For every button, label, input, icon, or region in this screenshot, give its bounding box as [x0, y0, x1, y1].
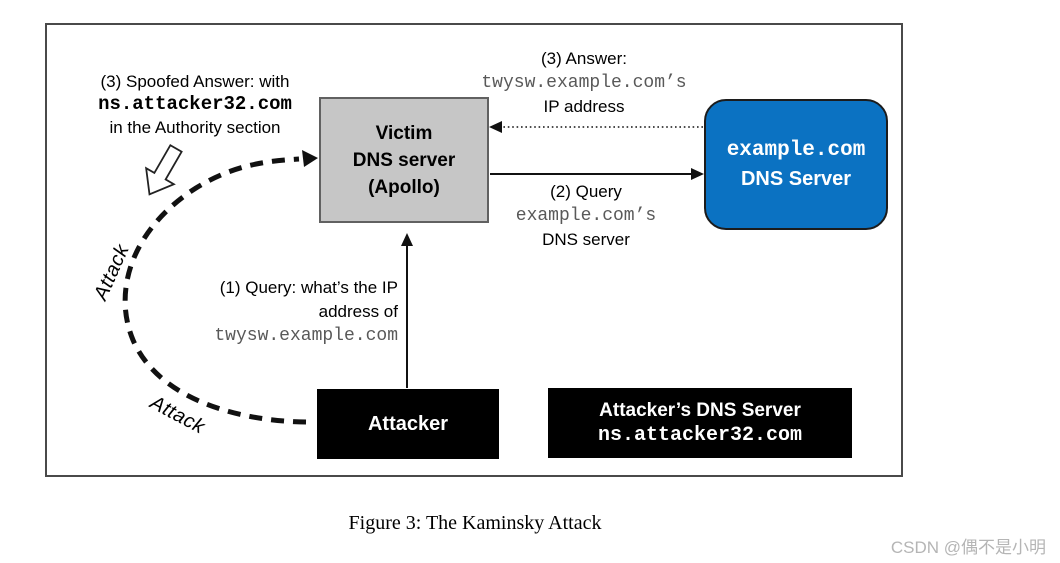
attacker-box-label: Attacker: [367, 412, 449, 435]
attacker-dns-box-line1: Attacker’s DNS Server: [599, 400, 801, 421]
query1-note-hostname: twysw.example.com: [214, 326, 398, 346]
answer-note-line1: (3) Answer:: [541, 49, 627, 68]
example-box-domain: example.com: [726, 138, 866, 162]
query1-note-line1: (1) Query: what’s the IP: [219, 278, 398, 297]
answer-note-hostname: twysw.example.com’s: [481, 73, 687, 93]
query2-note: (2) Query example.com’s DNS server: [471, 180, 701, 252]
attacker-box: Attacker: [317, 389, 499, 459]
spoofed-answer-hostname: ns.attacker32.com: [98, 93, 292, 115]
victim-box-line1: Victim: [375, 122, 433, 144]
example-dns-server-box: example.com DNS Server: [704, 99, 888, 230]
victim-box-line2: DNS server: [352, 149, 456, 171]
victim-dns-server-box: Victim DNS server (Apollo): [319, 97, 489, 223]
spoofed-answer-line1: (3) Spoofed Answer: with: [100, 72, 290, 91]
answer-note: (3) Answer: twysw.example.com’s IP addre…: [464, 47, 704, 119]
attacker-dns-server-box: Attacker’s DNS Server ns.attacker32.com: [548, 388, 852, 458]
example-box-label: DNS Server: [740, 167, 852, 190]
spoofed-answer-note: (3) Spoofed Answer: with ns.attacker32.c…: [70, 70, 320, 139]
query2-note-line3: DNS server: [542, 230, 630, 249]
answer-note-line3: IP address: [543, 97, 625, 116]
figure-caption: Figure 3: The Kaminsky Attack: [348, 512, 602, 534]
attacker-dns-box-hostname: ns.attacker32.com: [597, 424, 803, 447]
query2-note-line1: (2) Query: [550, 182, 622, 201]
query1-note: (1) Query: what’s the IP address of twys…: [150, 276, 398, 348]
watermark: CSDN @偶不是小明: [890, 538, 1046, 557]
spoofed-answer-line3: in the Authority section: [109, 118, 281, 137]
victim-box-line3: (Apollo): [368, 176, 440, 198]
query2-note-hostname: example.com’s: [515, 206, 657, 226]
query1-note-line2: address of: [318, 302, 398, 321]
